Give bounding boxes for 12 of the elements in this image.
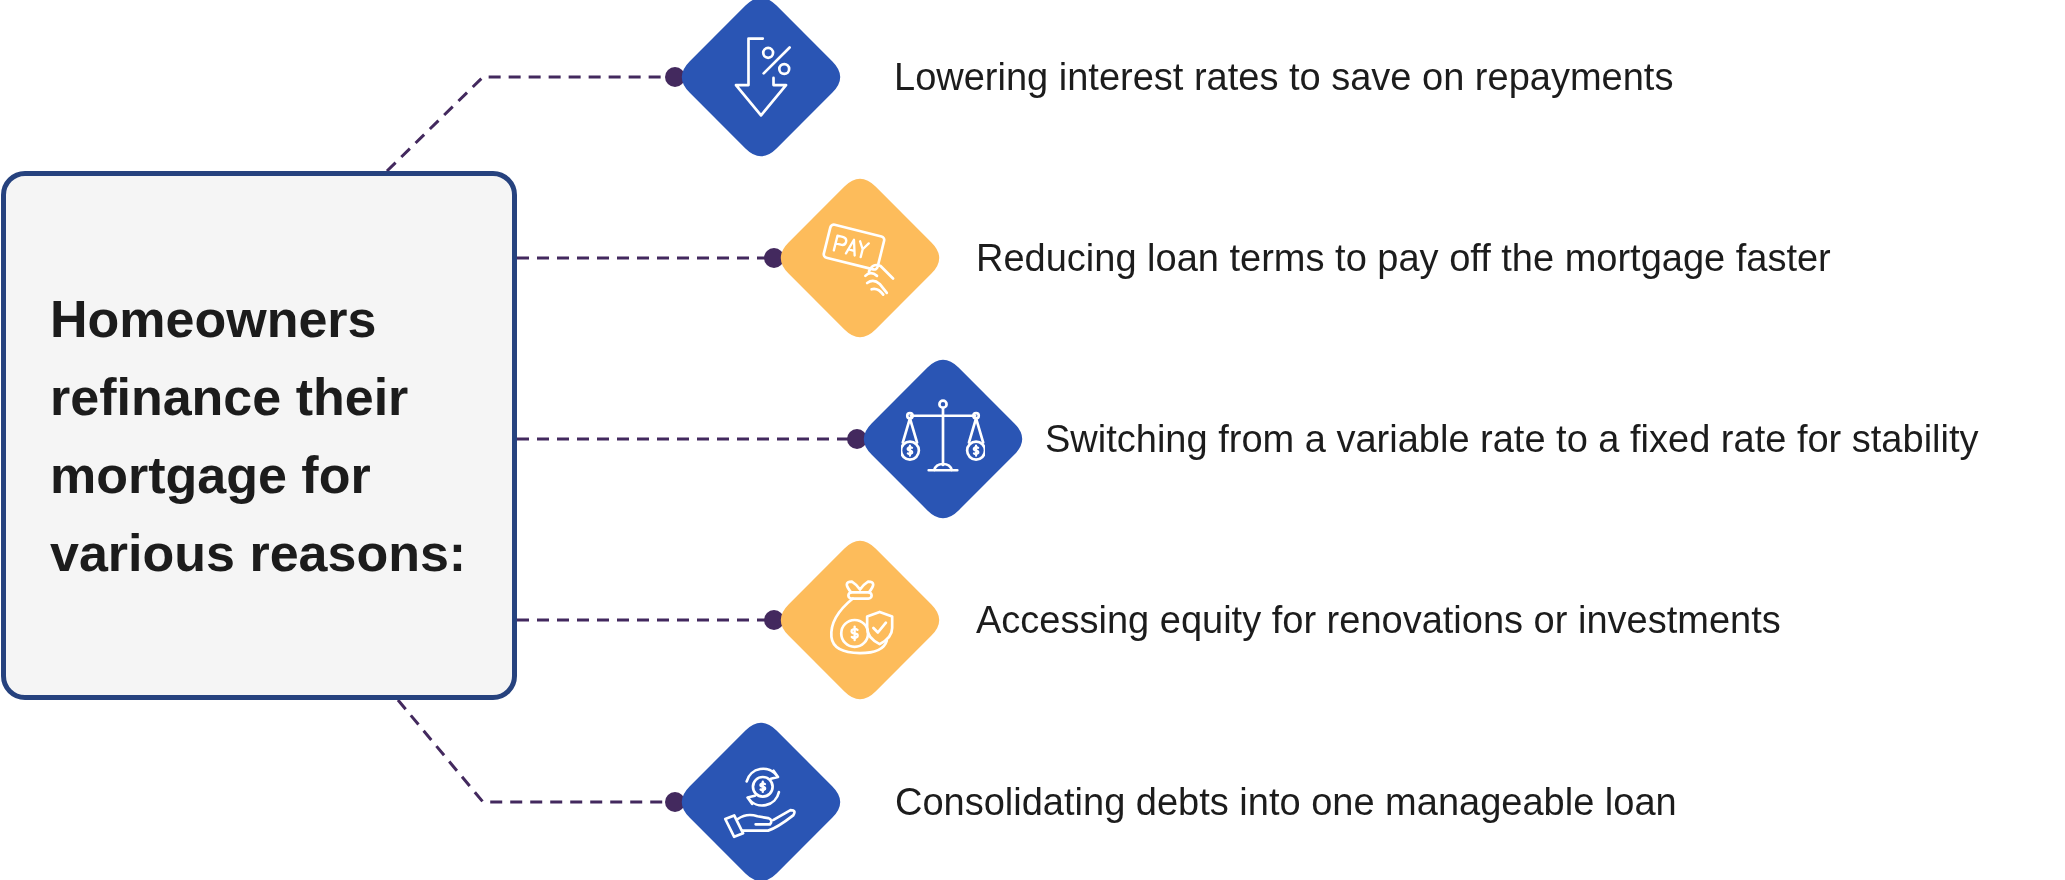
topic-heading: Homeowners refinance their mortgage for various reasons: (50, 288, 468, 584)
reason-text: Reducing loan terms to pay off the mortgage faster (976, 236, 1831, 281)
dashed-connector-line (385, 67, 685, 173)
reason-text: Switching from a variable rate to a fixed rate for stability (1045, 417, 1979, 462)
reason-text: Lowering interest rates to save on repayments (894, 55, 1674, 100)
topic-card (1, 171, 517, 700)
reason-text: Accessing equity for renovations or investments (976, 598, 1781, 643)
dashed-connector-line (396, 699, 685, 812)
dashed-connector-line (517, 248, 784, 268)
dashed-connector-line (517, 429, 867, 449)
dashed-connector-line (517, 610, 784, 630)
reason-text: Consolidating debts into one manageable loan (895, 780, 1677, 825)
